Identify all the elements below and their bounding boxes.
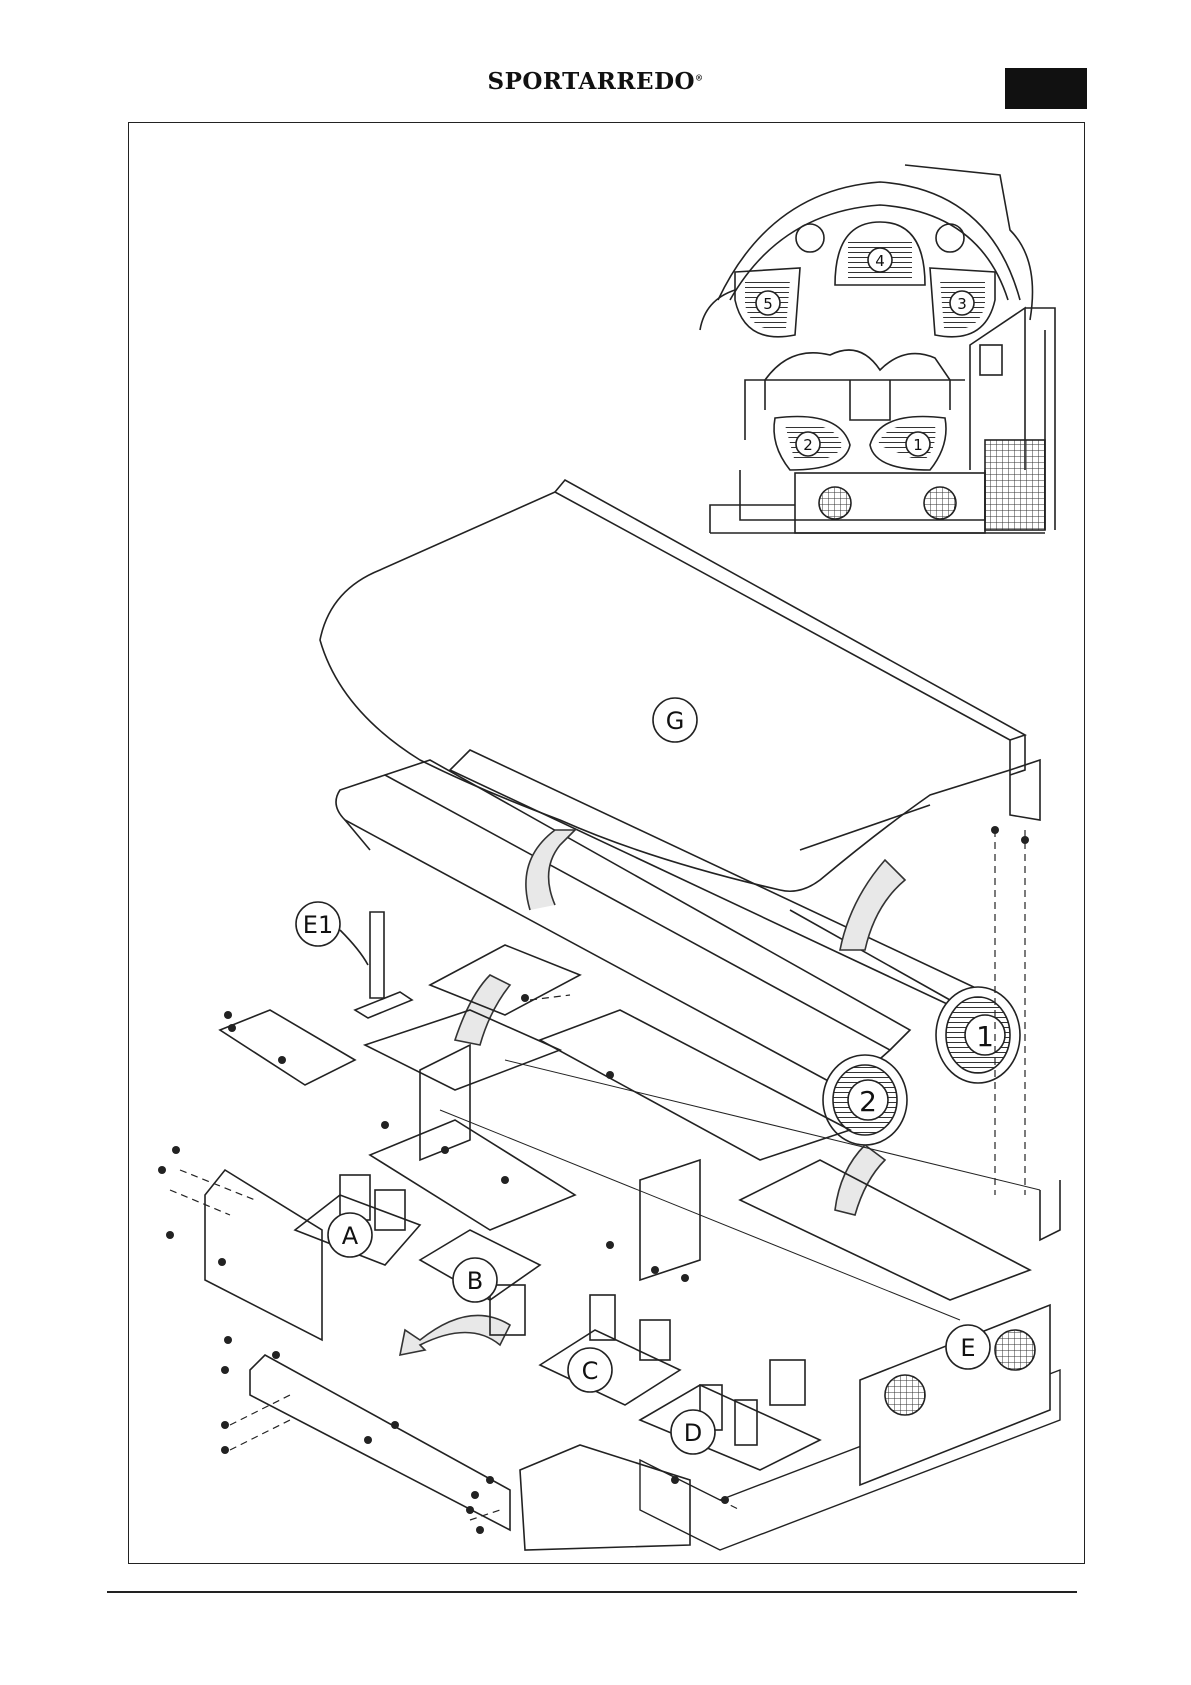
module-D: D xyxy=(640,1360,820,1470)
label-E1: E1 xyxy=(303,911,333,939)
rotate-arrow-3 xyxy=(455,975,510,1045)
label-B: B xyxy=(467,1267,483,1295)
top-lamp-4-label: 4 xyxy=(875,252,885,270)
label-A: A xyxy=(342,1222,359,1250)
lamp-tube-2: 2 xyxy=(336,760,910,1145)
top-lamp-2-label: 2 xyxy=(803,436,813,454)
side-bracket xyxy=(220,1010,355,1085)
label-E: E xyxy=(960,1334,975,1362)
canopy-cover-G: G xyxy=(320,480,1040,891)
rotate-arrow-1 xyxy=(526,830,575,910)
top-lamp-3-label: 3 xyxy=(957,295,967,313)
top-lamp-3: 3 xyxy=(930,268,995,337)
right-plate xyxy=(740,1160,1030,1300)
left-side-panel xyxy=(205,1170,322,1340)
top-lamp-1-label: 1 xyxy=(913,436,923,454)
top-plate-1 xyxy=(430,945,580,1015)
bottom-rail xyxy=(250,1355,510,1530)
middle-plate xyxy=(370,1120,575,1230)
label-D: D xyxy=(684,1419,702,1447)
stand-E1: E1 xyxy=(296,902,412,1018)
front-panel-E: E xyxy=(860,1305,1050,1485)
top-view-diagram: 4 5 3 2 xyxy=(700,165,1055,533)
top-plate-3 xyxy=(540,1010,850,1160)
top-lamp-4: 4 xyxy=(835,222,925,285)
top-lamp-2: 2 xyxy=(774,417,850,470)
rotate-arrow-2 xyxy=(840,860,905,950)
lamp-tube-1: 1 xyxy=(450,750,1020,1083)
label-C: C xyxy=(582,1357,599,1385)
upright-right xyxy=(640,1160,700,1280)
rear-cover xyxy=(520,1445,690,1550)
upright-left xyxy=(420,1045,470,1160)
label-lamp-1: 1 xyxy=(976,1020,994,1053)
label-lamp-2: 2 xyxy=(859,1085,877,1118)
top-lamp-1: 1 xyxy=(870,417,946,470)
rotate-arrow-4 xyxy=(835,1145,885,1215)
exploded-view-diagram: G 2 1 xyxy=(158,480,1060,1550)
module-C: C xyxy=(540,1295,680,1405)
label-G: G xyxy=(666,707,685,735)
module-A: A xyxy=(295,1175,420,1265)
top-lamp-5-label: 5 xyxy=(763,295,773,313)
